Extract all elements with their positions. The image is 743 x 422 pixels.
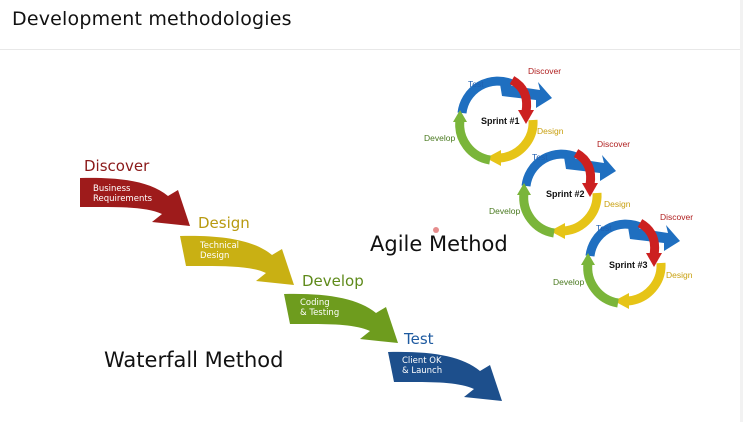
- waterfall-arrow-discover: [80, 177, 190, 226]
- waterfall-label-discover: Discover: [84, 157, 150, 175]
- sprint-1-design-arc: [499, 119, 538, 163]
- agile-heading: Agile Method: [370, 232, 508, 256]
- waterfall-detail-discover-2: Requirements: [93, 194, 153, 204]
- sprint-1-discover-arrowhead: [518, 110, 534, 124]
- sprint-1-test-arc: [457, 76, 514, 114]
- sprint-3-develop-arc: [583, 262, 619, 308]
- waterfall-step-design: Design Technical Design: [180, 214, 294, 285]
- waterfall-label-test: Test: [403, 330, 434, 348]
- waterfall-diagram: Discover Business Requirements Design Te…: [80, 157, 502, 401]
- sprint-2-develop-label: Develop: [489, 206, 520, 216]
- sprint-3-develop-arrowhead: [581, 253, 595, 265]
- waterfall-arrow-develop: [284, 293, 398, 343]
- sprint-2-discover-arrowhead: [582, 183, 598, 197]
- waterfall-step-test: Test Client OK & Launch: [388, 330, 502, 401]
- sprint-2-design-label: Design: [604, 199, 631, 209]
- waterfall-label-develop: Develop: [302, 272, 364, 290]
- slide-edge: [740, 0, 743, 422]
- waterfall-label-design: Design: [198, 214, 250, 232]
- title-divider: [0, 49, 743, 50]
- waterfall-heading: Waterfall Method: [104, 348, 283, 372]
- waterfall-arrow-design: [180, 235, 294, 285]
- sprint-3-design-arc: [627, 262, 666, 306]
- sprint-1-develop-label: Develop: [424, 133, 455, 143]
- sprint-3-develop-label: Develop: [553, 277, 584, 287]
- sprint-2-design-arc: [563, 192, 602, 236]
- sprint-3-discover-label: Discover: [660, 212, 693, 222]
- sprint-3-test-label: Test: [596, 223, 612, 233]
- waterfall-detail-test-1: Client OK: [402, 356, 442, 366]
- sprint-1-develop-arrowhead: [453, 110, 467, 122]
- sprint-1-design-label: Design: [537, 126, 564, 136]
- sprint-1-design-arrowhead: [486, 150, 501, 166]
- sprint-2-develop-arrowhead: [517, 183, 531, 195]
- sprint-1-develop-arc: [455, 119, 491, 165]
- waterfall-detail-discover-1: Business: [93, 184, 131, 194]
- waterfall-detail-design-2: Design: [200, 251, 229, 261]
- sprint-2-discover-label: Discover: [597, 139, 630, 149]
- waterfall-detail-test-2: & Launch: [402, 366, 442, 376]
- sprint-1-label: Sprint #1: [481, 116, 520, 126]
- sprint-2-label: Sprint #2: [546, 189, 585, 199]
- waterfall-step-discover: Discover Business Requirements: [80, 157, 190, 226]
- waterfall-detail-develop-1: Coding: [300, 298, 330, 308]
- sprint-3-design-label: Design: [666, 270, 693, 280]
- sprint-1-discover-label: Discover: [528, 66, 561, 76]
- sprint-2-test-arc: [521, 149, 578, 187]
- sprint-1-discover-arc: [509, 76, 532, 113]
- sprint-3-label: Sprint #3: [609, 260, 648, 270]
- sprint-2-develop-arc: [519, 192, 555, 238]
- agile-diagram: Agile Method Sprint #1 Test Discover Des…: [370, 66, 693, 309]
- sprint-3-design-arrowhead: [614, 293, 629, 309]
- pointer-dot: [433, 227, 439, 233]
- waterfall-detail-develop-2: & Testing: [300, 308, 339, 318]
- agile-sprint-1-cycle: Sprint #1 Test Discover Design Develop: [424, 66, 564, 166]
- sprint-3-discover-arc: [637, 219, 660, 256]
- sprint-2-test-label: Test: [532, 152, 548, 162]
- sprint-3-discover-arrowhead: [646, 253, 662, 267]
- waterfall-arrow-test: [388, 351, 502, 401]
- waterfall-step-develop: Develop Coding & Testing: [284, 272, 398, 343]
- sprint-2-design-arrowhead: [550, 223, 565, 239]
- agile-sprint-2-cycle: Sprint #2 Test Discover Design Develop: [489, 139, 631, 239]
- agile-sprint-3-cycle: Sprint #3 Test Discover Design Develop: [553, 212, 693, 309]
- sprint-3-test-arc: [585, 219, 642, 257]
- sprint-1-test-label: Test: [468, 79, 484, 89]
- slide-title: Development methodologies: [12, 8, 292, 30]
- waterfall-detail-design-1: Technical: [199, 241, 239, 251]
- sprint-2-discover-arc: [573, 149, 596, 186]
